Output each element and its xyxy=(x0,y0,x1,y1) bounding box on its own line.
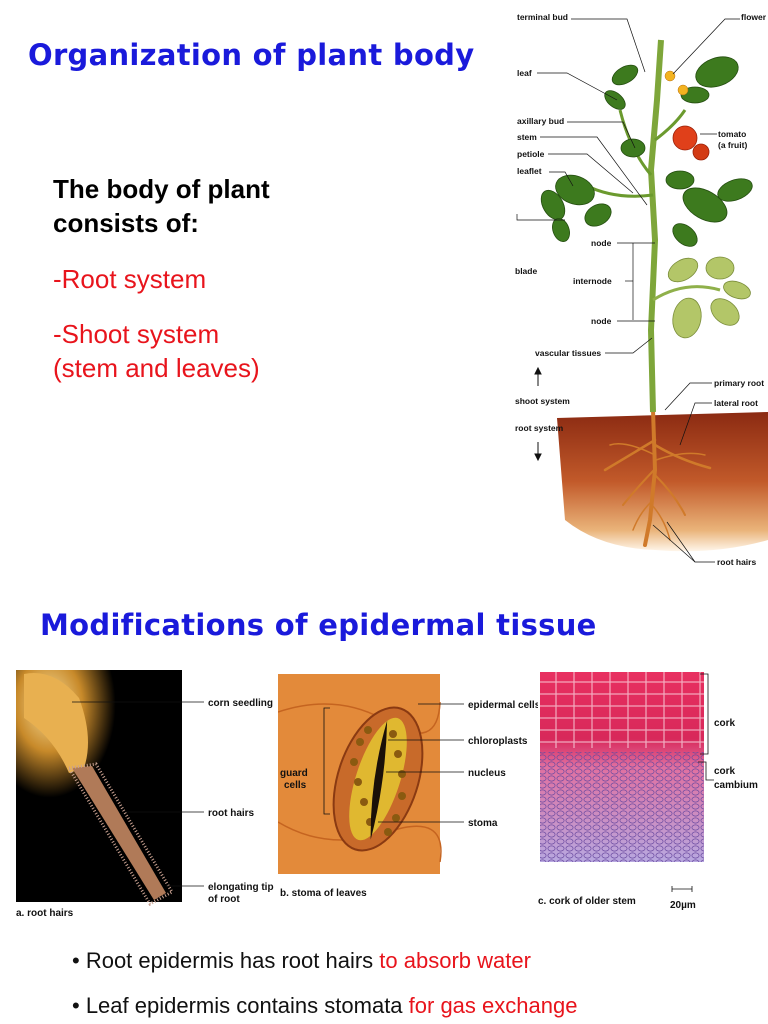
label-elongating-tip-2: of root xyxy=(208,894,240,905)
label-scale-bar: 20µm xyxy=(670,900,696,911)
label-elongating-tip-1: elongating tip xyxy=(208,882,274,893)
panel-root-hairs: corn seedling root hairs elongating tip … xyxy=(16,670,274,919)
list-item-line: -Root system xyxy=(53,264,207,294)
stem-drawing xyxy=(647,39,664,413)
bullet-highlight: for gas exchange xyxy=(408,993,578,1018)
intro-line-2: consists of: xyxy=(53,208,199,238)
label-cork-cambium-1: cork xyxy=(714,766,736,777)
label-petiole: petiole xyxy=(517,149,545,159)
label-flower: flower xyxy=(741,12,767,22)
list-item-line: -Shoot system xyxy=(53,319,220,349)
label-lateral-root: lateral root xyxy=(714,398,758,408)
section2-heading: Modifications of epidermal tissue xyxy=(40,608,597,642)
caption-root-hairs: a. root hairs xyxy=(16,908,74,919)
leaves-drawing xyxy=(540,56,753,247)
label-shoot-system: shoot system xyxy=(515,396,570,406)
label-vascular-tissues: vascular tissues xyxy=(535,348,601,358)
label-node-2: node xyxy=(591,316,612,326)
caption-stoma: b. stoma of leaves xyxy=(280,888,367,899)
label-stoma: stoma xyxy=(468,818,498,829)
caption-cork: c. cork of older stem xyxy=(538,896,636,907)
label-epidermal-cells: epidermal cells xyxy=(468,700,538,711)
label-tomato-sub: (a fruit) xyxy=(718,140,747,150)
leader-lines xyxy=(516,18,740,563)
label-nucleus: nucleus xyxy=(468,768,506,779)
intro-line-1: The body of plant xyxy=(53,174,270,204)
flowers-drawing xyxy=(664,70,689,96)
bullet-text: • Root epidermis has root hairs xyxy=(72,948,380,973)
label-cork-cambium-2: cambium xyxy=(714,780,758,791)
label-stem: stem xyxy=(517,132,537,142)
label-panel-root-hairs: root hairs xyxy=(208,808,255,819)
label-guard-2: cells xyxy=(284,780,307,791)
bullet-leaf-epidermis: • Leaf epidermis contains stomata for ga… xyxy=(72,993,577,1019)
bullet-root-epidermis: • Root epidermis has root hairs to absor… xyxy=(72,948,531,974)
bullet-text: • Leaf epidermis contains stomata xyxy=(72,993,409,1018)
panel-stoma: epidermal cells chloroplasts guard cells… xyxy=(278,674,538,899)
list-item-shoot-system: -Shoot system (stem and leaves) xyxy=(53,317,260,385)
bullet-highlight: to absorb water xyxy=(379,948,531,973)
tomato-drawing xyxy=(672,125,698,151)
label-leaflet: leaflet xyxy=(517,166,542,176)
label-node-1: node xyxy=(591,238,612,248)
label-cork: cork xyxy=(714,718,736,729)
list-item-root-system: -Root system xyxy=(53,262,206,296)
label-leaf: leaf xyxy=(517,68,532,78)
section1-heading: Organization of plant body xyxy=(28,38,475,72)
label-guard-1: guard xyxy=(280,768,308,779)
system-arrows xyxy=(534,366,542,462)
label-tomato: tomato xyxy=(718,129,746,139)
label-root-hairs: root hairs xyxy=(717,557,756,567)
list-item-line: (stem and leaves) xyxy=(53,353,260,383)
panel-cork: cork cork cambium c. cork of older stem … xyxy=(538,672,758,911)
label-axillary-bud: axillary bud xyxy=(517,116,564,126)
intro-text: The body of plant consists of: xyxy=(53,172,270,240)
root-system-drawing xyxy=(603,408,712,547)
label-chloroplasts: chloroplasts xyxy=(468,736,528,747)
label-terminal-bud: terminal bud xyxy=(517,12,568,22)
label-root-system: root system xyxy=(515,423,564,433)
plant-anatomy-diagram: terminal bud flower leaf axillary bud st… xyxy=(515,12,768,567)
label-blade: blade xyxy=(515,266,537,276)
label-internode: internode xyxy=(573,276,612,286)
label-corn-seedling: corn seedling xyxy=(208,698,273,709)
label-primary-root: primary root xyxy=(714,378,764,388)
